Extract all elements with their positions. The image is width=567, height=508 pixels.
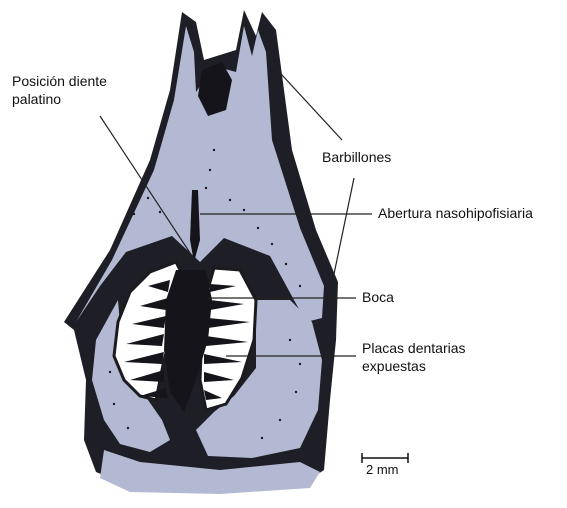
- label-barbels: Barbillones: [322, 149, 391, 165]
- scale-bar: 2 mm: [362, 453, 408, 477]
- label-tooth-plates-line1: Placas dentarias: [362, 340, 466, 356]
- label-tooth-plates-line2: expuestas: [362, 358, 426, 374]
- label-palatine-tooth-line2: palatino: [12, 91, 61, 107]
- label-mouth: Boca: [362, 289, 394, 305]
- leader-barbels-lower: [334, 178, 354, 274]
- label-palatine-tooth-line1: Posición diente: [12, 73, 107, 89]
- label-nasohypophyseal-opening: Abertura nasohipofisiaria: [378, 205, 533, 221]
- scale-bar-label: 2 mm: [366, 462, 399, 477]
